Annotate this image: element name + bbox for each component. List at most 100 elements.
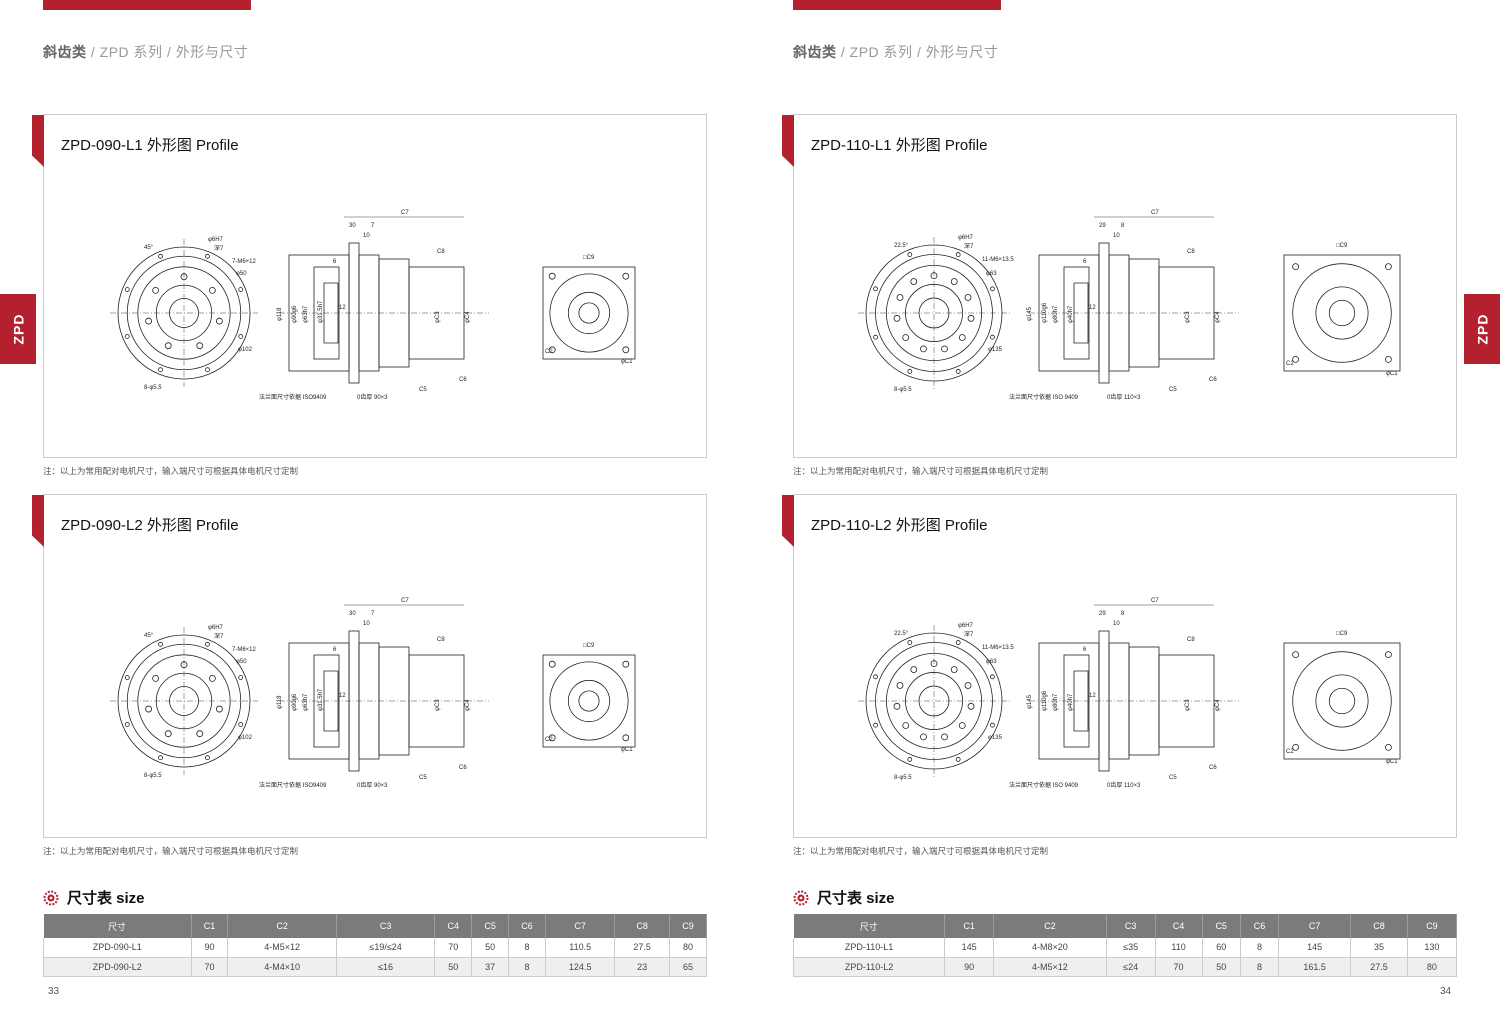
bolt-hole	[896, 682, 904, 689]
table-cell: 8	[508, 957, 546, 977]
dimension-label: φC1	[1386, 371, 1398, 377]
dimension-label: φC1	[621, 747, 633, 753]
bore-circle	[918, 297, 950, 329]
dimension-label: 8	[1121, 223, 1125, 229]
dimension-label: 22.5°	[894, 243, 909, 249]
rear-hub	[567, 291, 611, 335]
dimension-label: 0齿厚 110×3	[1107, 393, 1141, 401]
dimension-label: 12	[339, 305, 346, 311]
corner-hole	[548, 272, 556, 280]
table-cell: ≤35	[1106, 938, 1156, 958]
dimension-label: 8	[1121, 611, 1125, 617]
mounting-hole	[238, 287, 244, 292]
table-cell: 60	[1202, 938, 1241, 958]
bolt-hole	[215, 705, 223, 713]
table-cell: 110	[1155, 938, 1203, 958]
table-cell: 4-M5×12	[993, 957, 1107, 977]
dimension-label: C5	[419, 775, 427, 781]
table-cell: 161.5	[1278, 957, 1352, 977]
side-tab[interactable]: ZPD	[1464, 294, 1500, 364]
flange-ring	[126, 255, 242, 371]
dimension-label: 7	[371, 223, 375, 229]
panel-accent	[782, 115, 794, 167]
dimension-label: φC4	[465, 699, 471, 711]
bolt-hole	[902, 722, 910, 729]
table-cell: 65	[669, 957, 707, 977]
dimension-label: 29	[1099, 611, 1106, 617]
table-cell: 50	[1202, 957, 1241, 977]
mounting-hole	[124, 334, 130, 339]
mounting-hole	[158, 641, 163, 647]
dimension-label: C6	[459, 765, 467, 771]
rear-bore	[1328, 299, 1356, 327]
table-cell: 8	[1240, 938, 1280, 958]
mounting-hole	[990, 674, 995, 680]
side-tab-label: ZPD	[1474, 313, 1490, 345]
bolt-hole	[902, 334, 910, 341]
dimension-label: 8-φ5.5	[894, 387, 912, 393]
mounting-hole	[955, 369, 961, 374]
bolt-hole	[896, 294, 904, 301]
table-cell: 27.5	[614, 938, 670, 958]
top-accent-bar	[43, 0, 251, 10]
rear-bore	[578, 690, 600, 712]
dimension-label: □C9	[583, 643, 595, 649]
bolt-hole	[180, 661, 188, 669]
breadcrumb: 斜齿类 / ZPD 系列 / 外形与尺寸	[793, 42, 998, 62]
table-cell: 80	[1407, 957, 1458, 977]
corner-hole	[1292, 263, 1300, 271]
table-header-cell: C1	[944, 914, 995, 938]
table-cell: 70	[191, 957, 229, 977]
top-accent-bar	[793, 0, 1001, 10]
bolt-hole	[164, 342, 172, 350]
mounting-hole	[124, 722, 130, 727]
mounting-hole	[955, 757, 961, 762]
section-hatch	[1073, 282, 1089, 344]
rear-circle	[549, 273, 629, 353]
dimension-label: φC1	[1386, 759, 1398, 765]
corner-hole	[622, 660, 630, 668]
dimension-label: C2	[1286, 749, 1294, 755]
mounting-hole	[158, 755, 163, 761]
dimension-label: φ118	[277, 307, 283, 321]
dimension-label: C8	[437, 249, 445, 255]
section-hatch	[323, 670, 339, 732]
mounting-hole	[124, 287, 130, 292]
dimension-label: C5	[419, 387, 427, 393]
table-cell: 27.5	[1350, 957, 1408, 977]
table-cell: 70	[1155, 957, 1203, 977]
dimension-label: C6	[1209, 377, 1217, 383]
table-header-cell: C9	[669, 914, 707, 938]
dimension-label: 7-M6×12	[232, 647, 257, 653]
bolt-hole	[964, 294, 972, 301]
table-header-cell: C4	[1155, 914, 1203, 938]
footnote: 注：以上为常用配对电机尺寸，输入端尺寸可根据具体电机尺寸定制	[43, 846, 299, 856]
bolt-hole	[215, 317, 223, 325]
breadcrumb-category: 斜齿类	[793, 44, 837, 60]
bolt-hole	[967, 314, 975, 322]
bolt-hole	[964, 682, 972, 689]
table-header-cell: C2	[993, 914, 1107, 938]
breadcrumb-path: / ZPD 系列 / 外形与尺寸	[86, 44, 249, 60]
dimension-label: 深7	[214, 244, 224, 252]
table-header-cell: C8	[614, 914, 670, 938]
table-header-cell: 尺寸	[43, 914, 192, 938]
dimension-label: φC4	[1215, 699, 1221, 711]
dimension-label: φ110g6	[1042, 302, 1048, 323]
dimension-label: 12	[1089, 305, 1096, 311]
bolt-hole	[958, 334, 966, 341]
table-header-cell: 尺寸	[793, 914, 946, 938]
corner-hole	[1385, 263, 1392, 271]
dimension-label: 30	[349, 223, 356, 229]
mounting-hole	[907, 640, 913, 645]
bolt-hole	[950, 666, 958, 673]
panel-accent	[32, 115, 44, 167]
table-cell: 23	[614, 957, 670, 977]
table-cell: 124.5	[545, 957, 616, 977]
side-tab[interactable]: ZPD	[0, 294, 36, 364]
mounting-hole	[955, 252, 961, 257]
dimension-label: φ31.5h7	[318, 688, 324, 711]
